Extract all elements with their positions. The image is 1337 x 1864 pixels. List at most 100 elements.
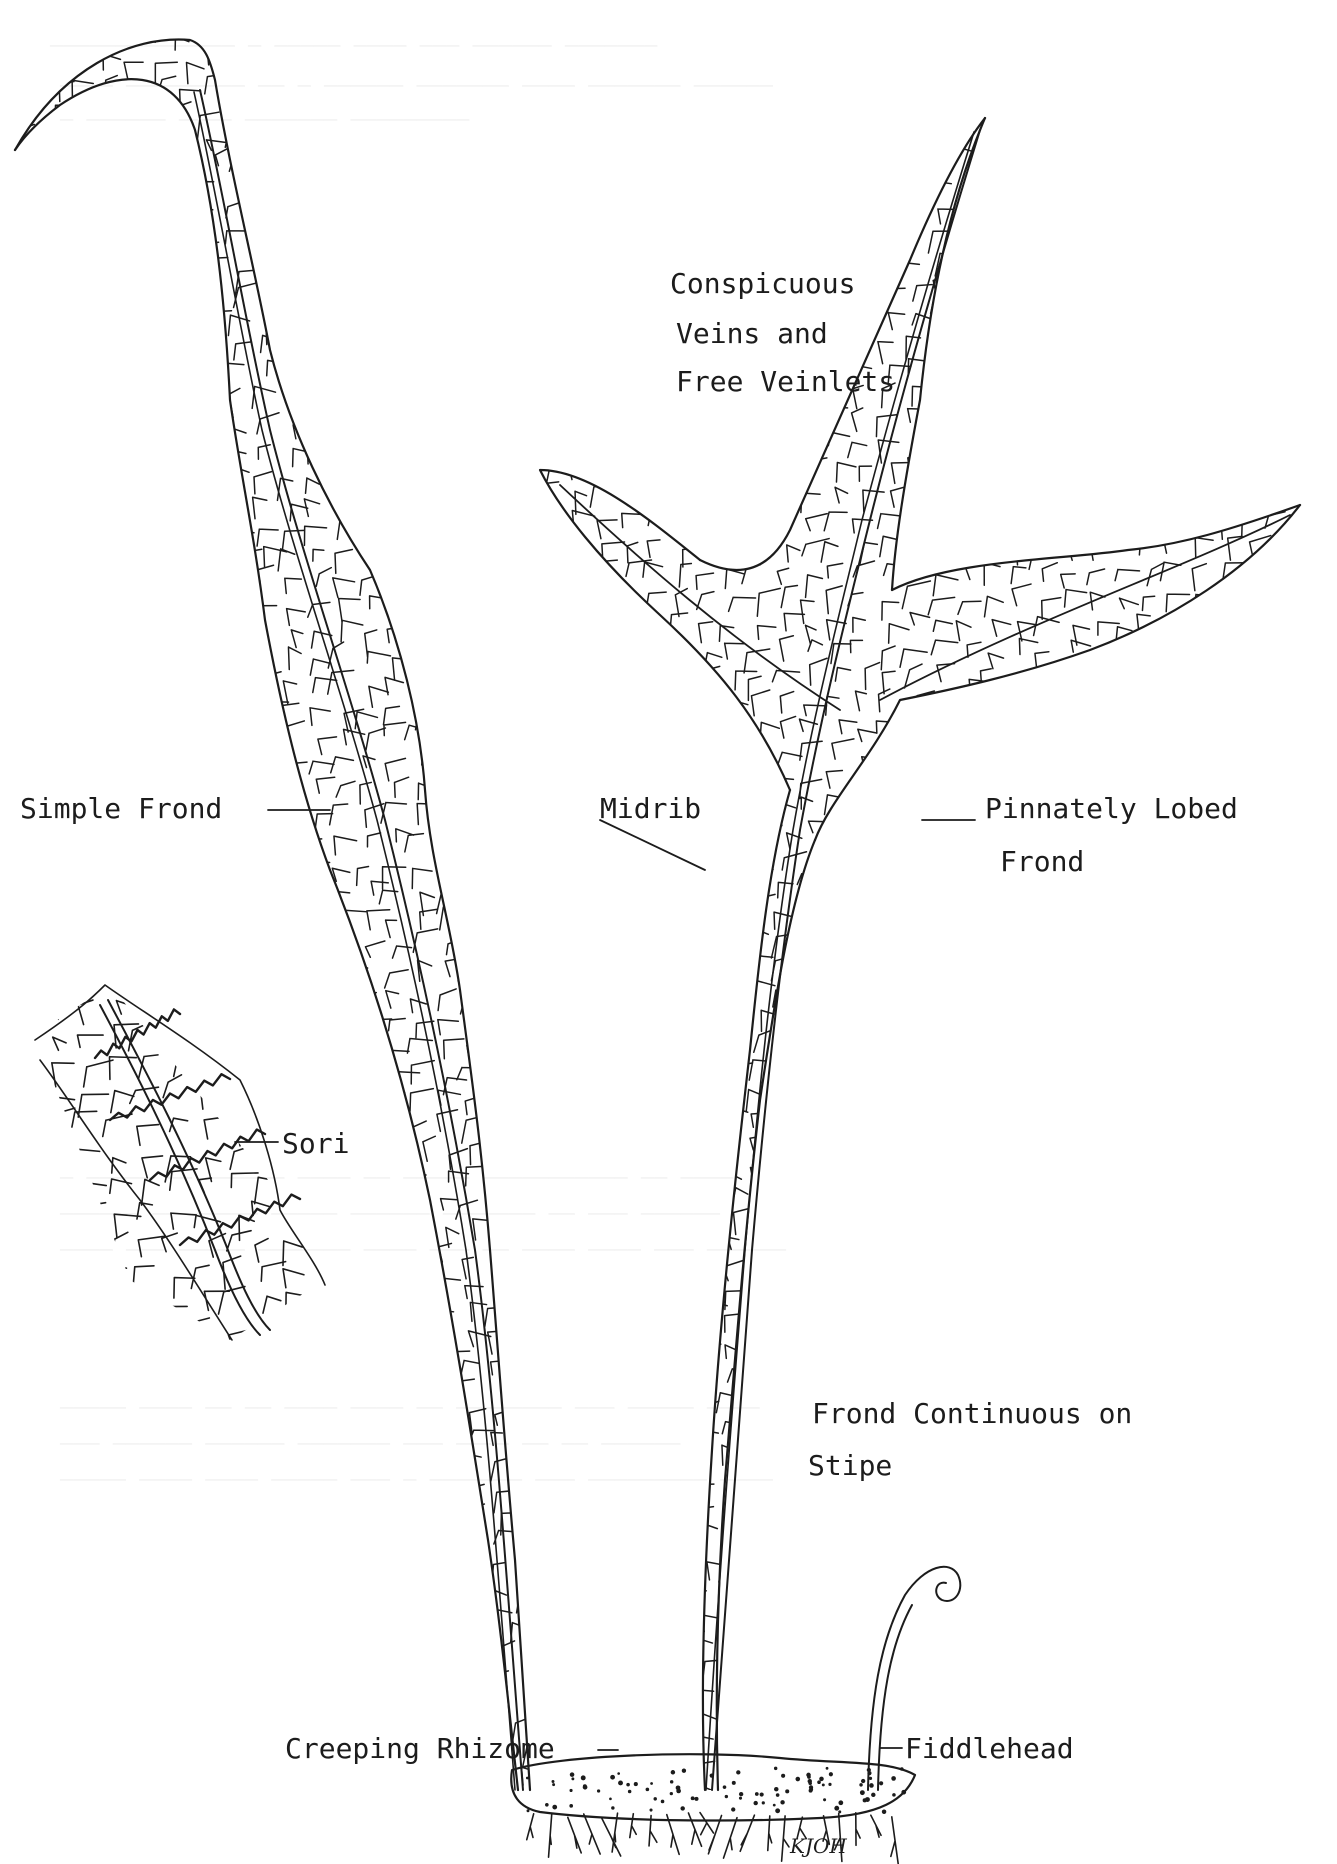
vein-segment	[292, 1327, 308, 1345]
vein-segment	[99, 498, 120, 517]
vein-segment	[1176, 326, 1190, 353]
vein-segment	[810, 217, 821, 236]
vein-segment	[525, 1561, 539, 1581]
vein-segment	[1163, 464, 1181, 479]
vein-segment	[774, 1239, 792, 1260]
vein-segment	[174, 1457, 186, 1479]
vein-segment	[416, 506, 433, 527]
vein-segment	[438, 278, 451, 297]
vein-segment	[487, 1162, 510, 1186]
vein-segment	[418, 465, 435, 478]
vein-segment	[1064, 105, 1078, 119]
vein-segment	[472, 472, 484, 490]
vein-segment	[181, 282, 200, 302]
vein-segment	[1123, 667, 1142, 689]
vein-segment	[1115, 376, 1138, 400]
vein-segment	[1041, 1550, 1059, 1564]
vein-segment	[1016, 194, 1027, 213]
vein-segment	[285, 1319, 307, 1341]
vein-segment	[122, 1500, 140, 1526]
vein-segment	[858, 204, 876, 217]
vein-segment	[1065, 492, 1086, 506]
vein-segment	[594, 204, 612, 225]
vein-segment	[881, 1090, 902, 1107]
vein-segment	[1210, 1716, 1228, 1728]
vein-segment	[1249, 1116, 1267, 1133]
vein-segment	[278, 994, 294, 1012]
vein-segment	[492, 136, 511, 149]
vein-segment	[28, 1245, 39, 1263]
vein-segment	[831, 1325, 847, 1347]
vein-segment	[152, 1766, 174, 1782]
vein-segment	[211, 887, 233, 909]
vein-segment	[471, 763, 490, 785]
vein-segment	[960, 955, 977, 972]
vein-segment	[804, 151, 823, 165]
vein-segment	[3, 555, 20, 578]
vein-segment	[760, 779, 777, 792]
vein-segment	[1015, 271, 1036, 290]
vein-segment	[94, 1350, 111, 1366]
rhizome-scale	[527, 1809, 530, 1812]
vein-segment	[290, 160, 304, 177]
vein-segment	[576, 1290, 596, 1306]
vein-segment	[1251, 385, 1268, 399]
vein-segment	[543, 1577, 569, 1589]
vein-segment	[180, 136, 198, 156]
vein-segment	[1125, 1033, 1143, 1052]
label-conspicuous-veins-1: Conspicuous	[670, 270, 855, 298]
vein-segment	[208, 651, 223, 676]
vein-segment	[682, 830, 701, 852]
vein-segment	[786, 1289, 804, 1307]
vein-segment	[434, 414, 452, 433]
vein-segment	[334, 1275, 347, 1295]
vein-segment	[132, 27, 145, 40]
vein-segment	[733, 460, 756, 472]
vein-segment	[20, 205, 37, 228]
vein-segment	[574, 286, 587, 305]
vein-segment	[734, 1659, 750, 1674]
vein-segment	[853, 1004, 873, 1019]
vein-segment	[1142, 1530, 1168, 1551]
vein-segment	[282, 1513, 303, 1524]
vein-segment	[717, 727, 744, 743]
vein-segment	[1063, 877, 1078, 890]
vein-segment	[229, 1771, 254, 1785]
vein-segment	[1305, 1243, 1322, 1264]
vein-segment	[1189, 385, 1202, 399]
vein-segment	[513, 166, 533, 187]
vein-segment	[159, 1587, 172, 1606]
vein-segment	[825, 1197, 839, 1217]
vein-segment	[1241, 1495, 1255, 1518]
vein-segment	[955, 279, 969, 301]
vein-segment	[488, 1331, 502, 1354]
vein-segment	[74, 1506, 97, 1519]
vein-segment	[991, 1472, 1011, 1494]
vein-segment	[1165, 1690, 1176, 1707]
vein-segment	[956, 541, 976, 558]
vein-segment	[413, 452, 428, 465]
vein-segment	[497, 1224, 512, 1234]
vein-segment	[1139, 1453, 1153, 1478]
vein-segment	[0, 838, 6, 858]
vein-segment	[199, 1664, 223, 1685]
vein-segment	[872, 1557, 893, 1571]
vein-segment	[256, 237, 270, 256]
vein-segment	[627, 364, 645, 389]
vein-segment	[499, 930, 509, 949]
vein-segment	[1193, 1403, 1209, 1421]
vein-segment	[1165, 877, 1181, 891]
vein-segment	[682, 1138, 705, 1153]
vein-segment	[552, 275, 572, 288]
vein-segment	[210, 1193, 230, 1205]
vein-segment	[96, 1507, 116, 1523]
vein-segment	[1095, 1233, 1116, 1258]
vein-segment	[129, 1772, 147, 1794]
vein-segment	[1039, 168, 1061, 197]
vein-segment	[823, 1060, 849, 1078]
vein-segment	[124, 676, 135, 704]
vein-segment	[1277, 1740, 1294, 1758]
vein-segment	[1092, 1503, 1104, 1526]
vein-segment	[71, 624, 83, 650]
vein-segment	[76, 1737, 100, 1755]
